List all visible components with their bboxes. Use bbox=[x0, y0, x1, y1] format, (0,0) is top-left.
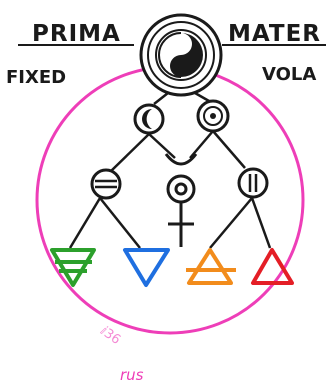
sulfur-icon bbox=[239, 169, 267, 197]
salt-icon bbox=[92, 170, 120, 198]
outer-pink-circle bbox=[37, 67, 303, 333]
yin-yang-icon bbox=[141, 15, 221, 95]
pink-scribble: ⅈ36 bbox=[97, 324, 123, 348]
water-triangle-icon bbox=[125, 250, 168, 285]
mater-label: MATER bbox=[228, 21, 321, 47]
mercury-icon bbox=[166, 154, 196, 247]
moon-icon bbox=[135, 105, 163, 133]
air-triangle-icon bbox=[186, 250, 236, 283]
prima-label: PRIMA bbox=[32, 21, 121, 47]
fixed-label: FIXED bbox=[6, 67, 66, 88]
signature: rus bbox=[120, 366, 144, 384]
sun-icon bbox=[198, 101, 228, 131]
vola-label: VOLA bbox=[262, 64, 316, 85]
earth-triangle-icon bbox=[52, 250, 94, 285]
